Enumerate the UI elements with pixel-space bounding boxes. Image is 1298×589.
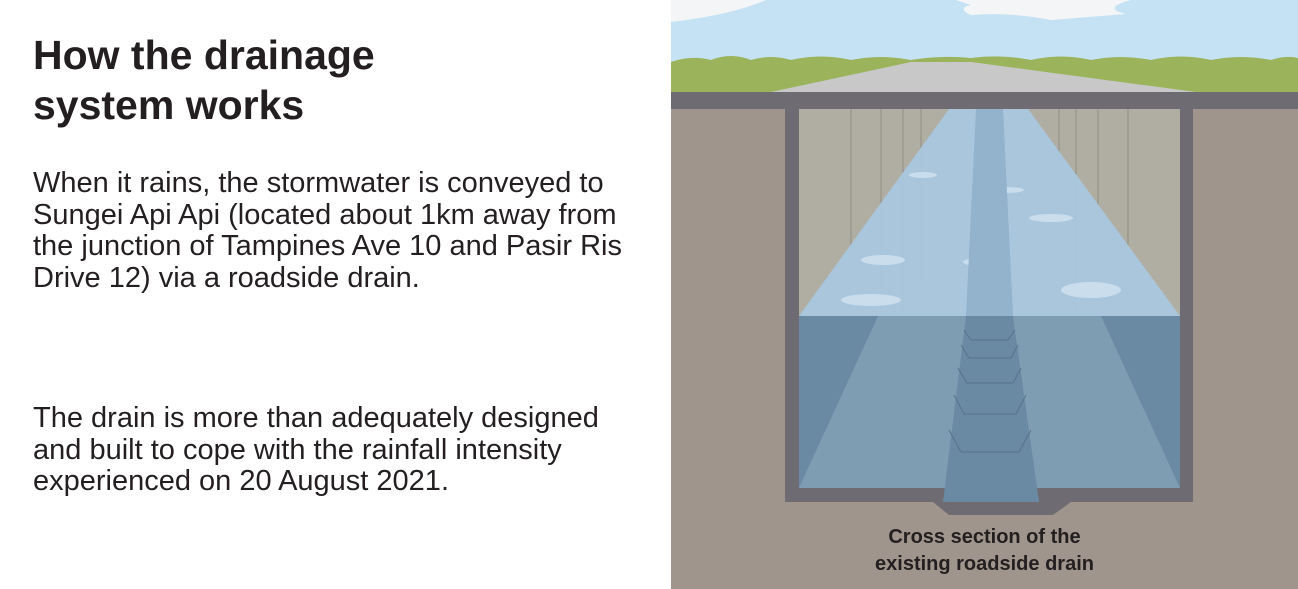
illustration-caption: Cross section of the existing roadside d… [671,524,1298,578]
paragraph-drain-capacity: The drain is more than adequately design… [33,402,599,497]
drain-illustration: Cross section of the existing roadside d… [671,0,1298,589]
center-channel-surface [966,109,1013,316]
page-title: How the drainage system works [33,30,633,130]
paragraph-stormwater: When it rains, the stormwater is conveye… [33,167,622,294]
cloud [956,0,1131,20]
cloud [671,0,766,22]
title-line-2: system works [33,82,305,128]
title-line-1: How the drainage [33,32,375,78]
center-channel [943,316,1039,502]
road [771,62,1196,92]
caption-line-1: Cross section of the [888,526,1081,548]
channel-steps [948,329,1032,453]
text-panel: How the drainage system works When it ra… [33,30,633,497]
drain-cross-section-svg [671,0,1298,589]
caption-line-2: existing roadside drain [875,553,1094,575]
